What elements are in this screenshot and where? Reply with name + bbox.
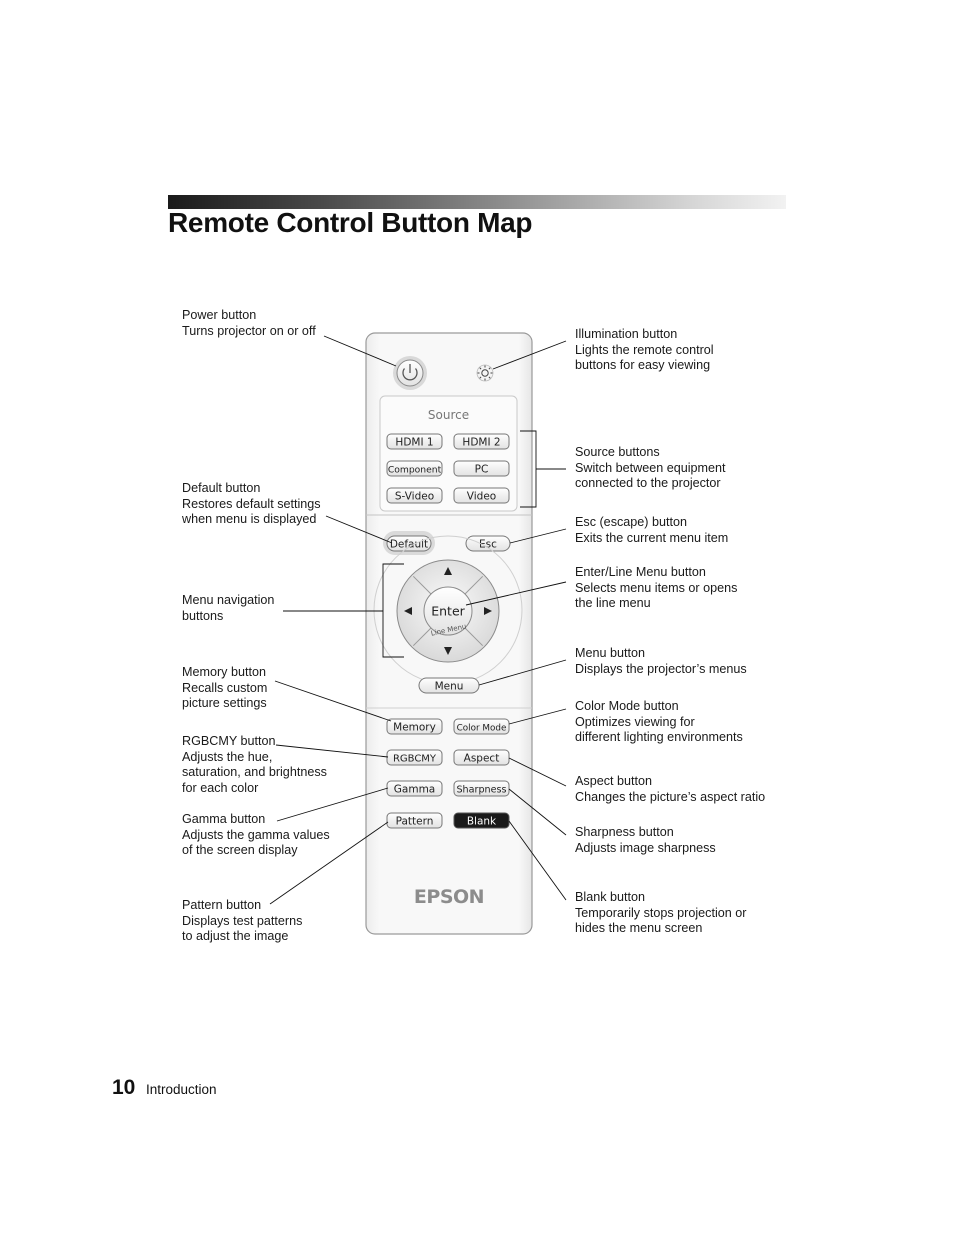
blank-button[interactable]: Blank: [454, 813, 509, 828]
rgbcmy-button[interactable]: RGBCMY: [387, 750, 442, 765]
aspect-button[interactable]: Aspect: [454, 750, 509, 765]
pattern-button[interactable]: Pattern: [387, 813, 442, 828]
esc-button[interactable]: Esc: [466, 536, 510, 551]
blank-label: Blank: [467, 816, 497, 828]
sharpness-button[interactable]: Sharpness: [454, 781, 509, 796]
pattern-label: Pattern: [396, 816, 434, 828]
hdmi2-button[interactable]: HDMI 2: [454, 434, 509, 449]
enter-label: Enter: [431, 604, 465, 619]
svideo-button[interactable]: S-Video: [387, 488, 442, 503]
pc-button[interactable]: PC: [454, 461, 509, 476]
brand-logo: EPSON: [414, 886, 484, 908]
video-button[interactable]: Video: [454, 488, 509, 503]
pc-label: PC: [475, 464, 489, 476]
page-number: 10: [112, 1076, 135, 1100]
menu-button[interactable]: Menu: [419, 678, 479, 693]
hdmi2-label: HDMI 2: [462, 437, 500, 449]
svideo-label: S-Video: [395, 491, 434, 503]
color-mode-button[interactable]: Color Mode: [454, 719, 509, 734]
illumination-button[interactable]: [477, 365, 493, 381]
color-mode-label: Color Mode: [457, 724, 507, 734]
hdmi1-button[interactable]: HDMI 1: [387, 434, 442, 449]
section-name: Introduction: [146, 1082, 217, 1097]
enter-button[interactable]: Enter Line Menu: [424, 587, 472, 638]
video-label: Video: [467, 491, 496, 503]
menu-label: Menu: [435, 681, 464, 693]
gamma-button[interactable]: Gamma: [387, 781, 442, 796]
memory-button[interactable]: Memory: [387, 719, 442, 734]
memory-label: Memory: [393, 722, 436, 734]
sharpness-label: Sharpness: [456, 785, 506, 796]
component-label: Component: [388, 465, 442, 476]
aspect-label: Aspect: [464, 753, 500, 765]
power-button[interactable]: [393, 356, 427, 390]
source-heading: Source: [428, 408, 469, 422]
component-button[interactable]: Component: [387, 461, 442, 476]
default-button[interactable]: Default: [383, 531, 435, 555]
rgbcmy-label: RGBCMY: [393, 754, 437, 765]
gamma-label: Gamma: [394, 784, 435, 796]
hdmi1-label: HDMI 1: [395, 437, 433, 449]
